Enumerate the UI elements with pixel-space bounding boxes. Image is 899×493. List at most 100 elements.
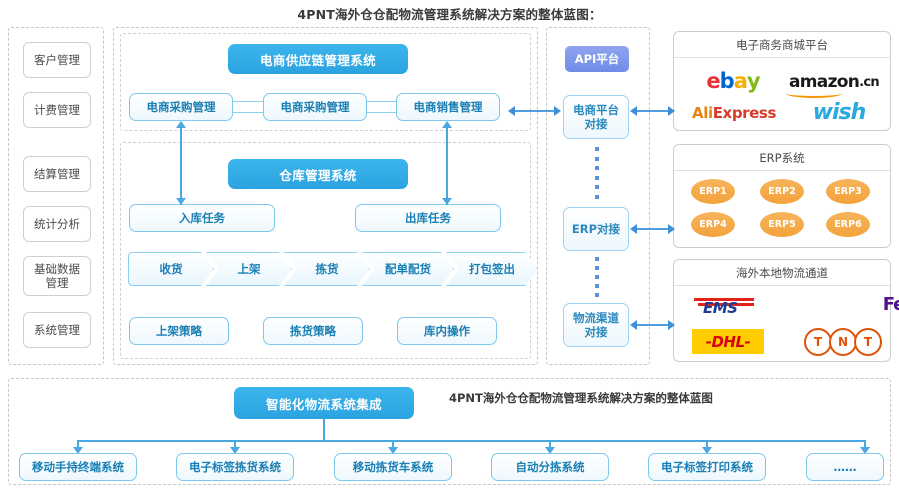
tree-arrow-5: [702, 447, 712, 454]
erp-item-6[interactable]: ERP6: [826, 212, 870, 237]
bottom-system-handheld[interactable]: 移动手持终端系统: [19, 453, 137, 481]
panel-logistics-channels: 海外本地物流通道 EMS FedEx Express -DHL- TNT: [673, 259, 899, 362]
sidebar-panel: 客户管理 计费管理 结算管理 统计分析 基础数据 管理 系统管理: [8, 27, 104, 365]
ems-logo[interactable]: EMS: [694, 296, 756, 318]
erp-item-5[interactable]: ERP5: [760, 212, 804, 237]
center-panel: [113, 27, 538, 365]
link-line-api-logistics: [634, 324, 674, 326]
link-arrow-left-api-1: [630, 106, 637, 116]
bottom-system-label: 电子标签拣货系统: [189, 459, 281, 474]
module-connector-1: [233, 101, 263, 113]
supply-chain-header-label: 电商供应链管理系统: [259, 52, 377, 68]
strategy-putaway[interactable]: 上架策略: [129, 317, 229, 345]
process-step-picking[interactable]: 拣货: [284, 252, 370, 286]
link-arrow-left-api-3: [630, 320, 637, 330]
page-title: 4PNT海外仓仓配物流管理系统解决方案的整体蓝图：: [297, 7, 602, 22]
connector-label: ERP对接: [571, 221, 621, 236]
panel-body: ERP1 ERP2 ERP3 ERP4 ERP5 ERP6: [674, 171, 890, 247]
bottom-system-tag-printing[interactable]: 电子标签打印系统: [648, 453, 766, 481]
process-step-label: 配单配货: [385, 262, 431, 276]
bottom-system-label: 移动手持终端系统: [32, 459, 124, 474]
process-step-receiving[interactable]: 收货: [128, 252, 214, 286]
erp-label: ERP4: [699, 219, 727, 230]
dotted-connector-lower: [594, 257, 599, 297]
tree-branch-2: [234, 440, 236, 450]
sidebar-item-label: 统计分析: [34, 216, 80, 231]
link-arrow-right-logistics: [668, 320, 675, 330]
module-ecommerce-purchase-1[interactable]: 电商采购管理: [129, 93, 233, 121]
process-step-label: 拣货: [315, 262, 339, 276]
api-platform-label: API平台: [574, 52, 620, 66]
link-arrow-right-erp: [668, 224, 675, 234]
module-label: 电商采购管理: [280, 99, 350, 114]
supply-chain-frame: [120, 33, 531, 131]
fedex-logo[interactable]: FedEx Express: [882, 294, 899, 315]
sidebar-item-statistics[interactable]: 统计分析: [23, 206, 91, 242]
erp-item-4[interactable]: ERP4: [691, 212, 735, 237]
sidebar-item-customer[interactable]: 客户管理: [23, 42, 91, 78]
dotted-connector-upper: [594, 147, 599, 199]
tree-arrow-3: [388, 447, 398, 454]
bottom-system-mobile-cart[interactable]: 移动拣货车系统: [334, 453, 452, 481]
module-ecommerce-purchase-2[interactable]: 电商采购管理: [263, 93, 367, 121]
sidebar-item-billing[interactable]: 计费管理: [23, 92, 91, 128]
tree-branch-6: [864, 440, 866, 450]
bottom-system-label: 自动分拣系统: [515, 459, 585, 474]
erp-item-3[interactable]: ERP3: [826, 179, 870, 204]
erp-label: ERP2: [768, 186, 796, 197]
strategy-label: 库内操作: [424, 323, 470, 338]
module-ecommerce-sales[interactable]: 电商销售管理: [396, 93, 500, 121]
sidebar-item-label: 计费管理: [34, 102, 80, 117]
bottom-panel: 智能化物流系统集成 4PNT海外仓仓配物流管理系统解决方案的整体蓝图 移动手持终…: [8, 378, 891, 485]
connector-label: 电商平台 对接: [573, 102, 619, 131]
strategy-inwarehouse-ops[interactable]: 库内操作: [397, 317, 497, 345]
erp-label: ERP5: [768, 219, 796, 230]
amazon-logo[interactable]: amazon.cn: [784, 70, 884, 98]
api-platform-header: API平台: [565, 46, 629, 72]
flow-line-inbound-upper: [180, 122, 182, 152]
wish-logo[interactable]: wish: [812, 99, 867, 125]
warehouse-frame: [120, 142, 531, 359]
process-step-packing[interactable]: 打包签出: [446, 252, 538, 286]
link-line-api-platforms: [634, 110, 674, 112]
task-inbound[interactable]: 入库任务: [129, 204, 275, 232]
link-arrow-left-center: [508, 106, 515, 116]
panel-body: EMS FedEx Express -DHL- TNT: [674, 286, 899, 361]
connector-logistics-channel[interactable]: 物流渠道 对接: [563, 303, 629, 347]
connector-ecommerce-platform[interactable]: 电商平台 对接: [563, 95, 629, 139]
sidebar-item-settlement[interactable]: 结算管理: [23, 156, 91, 192]
sidebar-item-system[interactable]: 系统管理: [23, 312, 91, 348]
process-step-label: 上架: [237, 262, 261, 276]
task-outbound[interactable]: 出库任务: [355, 204, 501, 232]
bottom-header-label: 智能化物流系统集成: [265, 396, 383, 412]
erp-item-1[interactable]: ERP1: [691, 179, 735, 204]
erp-item-2[interactable]: ERP2: [760, 179, 804, 204]
bottom-system-label: 电子标签打印系统: [661, 459, 753, 474]
connector-label: 物流渠道 对接: [573, 310, 619, 339]
panel-title: 电子商务商城平台: [674, 32, 890, 58]
link-line-center-api: [514, 110, 556, 112]
flow-arrow-up-outbound: [442, 121, 452, 128]
sidebar-item-basic-data[interactable]: 基础数据 管理: [23, 256, 91, 296]
panel-title: 海外本地物流通道: [674, 260, 890, 286]
process-step-sorting[interactable]: 配单配货: [362, 252, 454, 286]
erp-label: ERP1: [699, 186, 727, 197]
warehouse-header: 仓库管理系统: [228, 159, 408, 189]
tree-arrow-6: [860, 447, 870, 454]
bottom-system-tag-picking[interactable]: 电子标签拣货系统: [176, 453, 294, 481]
bottom-system-auto-sorting[interactable]: 自动分拣系统: [491, 453, 609, 481]
strategy-label: 拣货策略: [290, 323, 336, 338]
connector-erp[interactable]: ERP对接: [563, 207, 629, 251]
bottom-system-more[interactable]: ……: [806, 453, 884, 481]
flow-line-inbound: [180, 150, 182, 205]
panel-erp-systems: ERP系统 ERP1 ERP2 ERP3 ERP4 ERP5 ERP6: [673, 144, 891, 248]
tree-arrow-4: [545, 447, 555, 454]
dhl-logo[interactable]: -DHL-: [692, 329, 764, 354]
module-label: 电商销售管理: [413, 99, 483, 114]
strategy-picking[interactable]: 拣货策略: [263, 317, 363, 345]
flow-arrow-down-outbound: [442, 198, 452, 205]
sidebar-item-label: 客户管理: [34, 52, 80, 67]
